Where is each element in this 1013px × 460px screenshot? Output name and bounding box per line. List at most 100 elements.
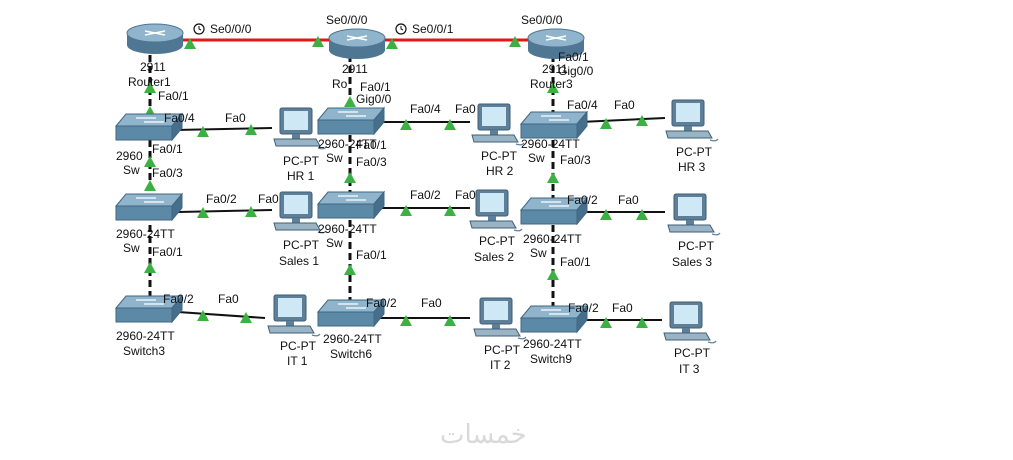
device-name-label: HR 3	[678, 160, 706, 174]
pc-icon	[471, 103, 525, 146]
link-up-indicator	[636, 317, 648, 328]
pc-icon	[469, 189, 523, 232]
pc-icon	[267, 294, 321, 337]
device-model-label: PC-PT	[481, 149, 518, 163]
router-icon	[126, 23, 184, 55]
pc-icon	[667, 193, 721, 236]
device-model-label: PC-PT	[484, 343, 521, 357]
device-model-label: PC-PT	[674, 346, 711, 360]
device-model-label: PC-PT	[678, 239, 715, 253]
port-label: Se0/0/0	[210, 22, 252, 36]
port-label: Fa0/3	[560, 153, 591, 167]
switch-icon	[115, 193, 183, 221]
link-up-indicator	[344, 96, 356, 107]
link-up-indicator	[197, 126, 209, 137]
device-model-label: PC-PT	[283, 238, 320, 252]
device-name-label: IT 1	[287, 354, 308, 368]
pc-hr2[interactable]	[471, 103, 525, 146]
device-model-label: 2911	[542, 62, 568, 76]
device-model-label: 2960-24TT	[318, 222, 377, 236]
device-model-label: PC-PT	[280, 339, 317, 353]
device-name-label: HR 2	[486, 164, 514, 178]
device-model-label: 2960	[116, 149, 143, 163]
port-label: Fa0	[455, 188, 476, 202]
link-up-indicator	[400, 119, 412, 130]
device-model-label: 2960-24TT	[116, 227, 175, 241]
router-r1[interactable]	[126, 23, 184, 55]
pc-icon	[665, 99, 719, 142]
port-label: Fa0/1	[560, 255, 591, 269]
device-model-label: PC-PT	[479, 234, 516, 248]
pc-hr3[interactable]	[665, 99, 719, 142]
port-label: Fa0/1	[558, 50, 589, 64]
device-name-label: Sw	[123, 241, 140, 255]
port-label: Fa0	[421, 296, 442, 310]
link-up-indicator	[344, 264, 356, 275]
link-up-indicator	[444, 315, 456, 326]
link-up-indicator	[547, 269, 559, 280]
link-up-indicator	[344, 172, 356, 183]
port-label: Fa0/4	[164, 111, 195, 125]
link-up-indicator	[636, 115, 648, 126]
port-label: Fa0/2	[567, 193, 598, 207]
link-s1-hr1[interactable]	[174, 127, 273, 131]
pc-sales3[interactable]	[667, 193, 721, 236]
device-name-label: IT 3	[679, 362, 700, 376]
port-label: Fa0	[618, 193, 639, 207]
port-label: Fa0/4	[567, 98, 598, 112]
device-model-label: 2960-24TT	[323, 332, 382, 346]
device-name-label: IT 2	[490, 358, 511, 372]
pc-it1[interactable]	[267, 294, 321, 337]
port-label: Fa0	[612, 301, 633, 315]
device-name-label: Sw	[123, 163, 140, 177]
port-label: Fa0	[225, 111, 246, 125]
port-label: Fa0/1	[152, 245, 183, 259]
link-up-indicator	[400, 205, 412, 216]
link-up-indicator	[600, 209, 612, 220]
device-name-label: Switch9	[530, 352, 572, 366]
device-name-label: Ro	[332, 77, 348, 91]
watermark-logo: خمسات	[440, 420, 527, 450]
device-model-label: PC-PT	[283, 154, 320, 168]
port-label: Fa0/2	[163, 292, 194, 306]
switch-s2[interactable]	[115, 193, 183, 221]
pc-sales2[interactable]	[469, 189, 523, 232]
pc-icon	[473, 297, 527, 340]
link-up-indicator	[636, 209, 648, 220]
router-icon	[328, 28, 386, 60]
port-label: Fa0/1	[356, 138, 387, 152]
switch-s5[interactable]	[317, 191, 385, 219]
pc-it3[interactable]	[663, 301, 717, 344]
device-name-label: Sales 3	[672, 255, 712, 269]
link-s2-sales1[interactable]	[177, 209, 273, 213]
port-label: Fa0/2	[206, 192, 237, 206]
link-up-indicator	[144, 262, 156, 273]
device-name-label: Sales 1	[279, 254, 319, 268]
switch-s7[interactable]	[520, 111, 588, 139]
pc-it2[interactable]	[473, 297, 527, 340]
switch-s4[interactable]	[317, 107, 385, 135]
port-label: Fa0/2	[366, 296, 397, 310]
device-model-label: 2911	[342, 62, 368, 76]
link-up-indicator	[547, 172, 559, 183]
link-up-indicator	[144, 180, 156, 191]
port-label: Fa0/2	[568, 301, 599, 315]
router-r2[interactable]	[328, 28, 386, 60]
port-label: Fa0	[258, 192, 279, 206]
clock-icon	[395, 23, 407, 35]
port-label: Fa0/1	[356, 248, 387, 262]
switch-icon	[520, 111, 588, 139]
link-up-indicator	[444, 205, 456, 216]
link-up-indicator	[197, 310, 209, 321]
device-model-label: 2911	[140, 60, 166, 74]
port-label: Se0/0/0	[521, 13, 563, 27]
link-s7-hr3[interactable]	[579, 117, 666, 123]
switch-icon	[317, 191, 385, 219]
port-label: Fa0	[455, 102, 476, 116]
device-name-label: Switch6	[330, 347, 372, 361]
device-name-label: Sales 2	[474, 250, 514, 264]
port-label: Fa0/2	[410, 188, 441, 202]
link-s3-it1[interactable]	[177, 311, 266, 319]
port-label: Gig0/0	[558, 64, 594, 78]
device-model-label: 2960-24TT	[523, 337, 582, 351]
